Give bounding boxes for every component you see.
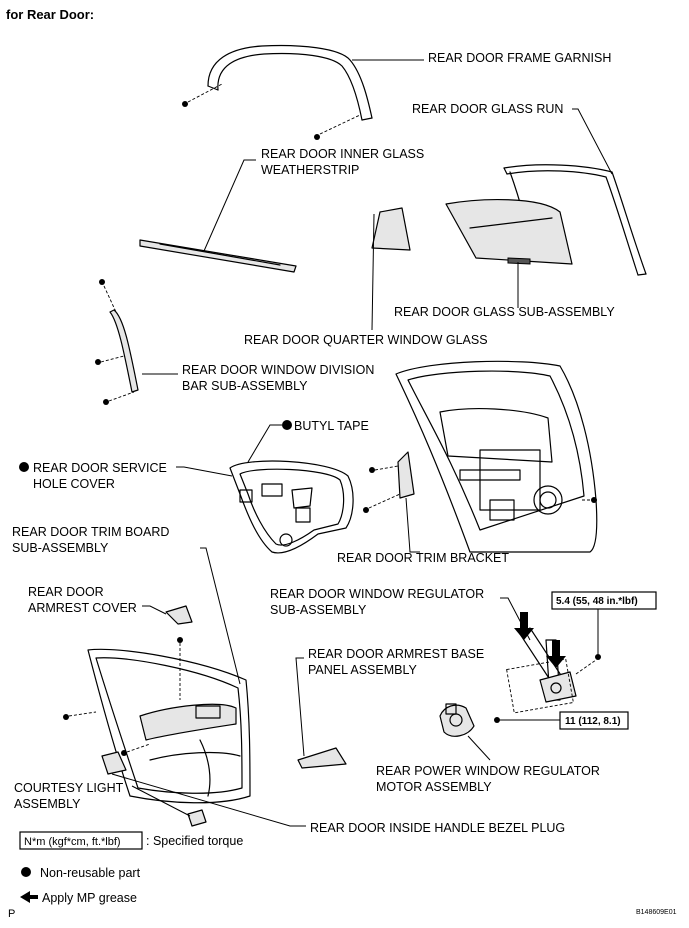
- quarter-window-glass-part: [371, 207, 411, 251]
- screw-icon: [177, 637, 183, 643]
- label-service-hole-cover-1: REAR DOOR SERVICE: [33, 461, 167, 475]
- window-regulator-part: [506, 627, 577, 714]
- svg-text:Non-reusable part: Non-reusable part: [40, 866, 141, 880]
- screw-icon: [121, 750, 127, 756]
- label-regulator-1: REAR DOOR WINDOW REGULATOR: [270, 587, 484, 601]
- figure-code: B148609E01: [636, 909, 677, 916]
- label-glass-sub-assembly: REAR DOOR GLASS SUB-ASSEMBLY: [394, 305, 615, 319]
- service-hole-cover-part: [229, 460, 354, 554]
- torque-box-regulator: 5.4 (55, 48 in.*lbf): [551, 591, 657, 610]
- label-butyl-tape: BUTYL TAPE: [294, 419, 369, 433]
- inner-weatherstrip-part: [139, 239, 297, 273]
- label-quarter-window-glass: REAR DOOR QUARTER WINDOW GLASS: [244, 333, 488, 347]
- label-division-bar-1: REAR DOOR WINDOW DIVISION: [182, 363, 374, 377]
- legend-mp-grease: Apply MP grease: [20, 891, 137, 905]
- screw-icon: [363, 507, 369, 513]
- footer-left: P: [8, 908, 15, 920]
- mp-grease-arrow-icon: [546, 640, 566, 668]
- non-reusable-icon: [21, 867, 31, 877]
- label-trim-board-1: REAR DOOR TRIM BOARD: [12, 525, 169, 539]
- screw-icon: [99, 279, 105, 285]
- label-trim-board-2: SUB-ASSEMBLY: [12, 541, 109, 555]
- screw-icon: [314, 134, 320, 140]
- label-armrest-base-2: PANEL ASSEMBLY: [308, 663, 418, 677]
- non-reusable-icon: [282, 420, 292, 430]
- label-courtesy-light-1: COURTESY LIGHT: [14, 781, 124, 795]
- screw-icon: [95, 359, 101, 365]
- torque-box-motor: 11 (112, 8.1): [559, 711, 629, 730]
- svg-text:11 (112, 8.1): 11 (112, 8.1): [565, 716, 621, 727]
- screw-icon: [369, 467, 375, 473]
- label-glass-run: REAR DOOR GLASS RUN: [412, 102, 563, 116]
- svg-text:Apply MP grease: Apply MP grease: [42, 891, 137, 905]
- legend-non-reusable: Non-reusable part: [21, 866, 141, 880]
- label-inner-weatherstrip-2: WEATHERSTRIP: [261, 163, 359, 177]
- svg-text:N*m (kgf*cm, ft.*lbf): N*m (kgf*cm, ft.*lbf): [24, 836, 121, 848]
- screw-icon: [182, 101, 188, 107]
- trim-board-part: [87, 648, 251, 804]
- label-regulator-2: SUB-ASSEMBLY: [270, 603, 367, 617]
- screw-icon: [591, 497, 597, 503]
- mp-grease-arrow-icon: [20, 891, 38, 903]
- legend-torque: N*m (kgf*cm, ft.*lbf) : Specified torque: [19, 831, 243, 850]
- label-trim-bracket: REAR DOOR TRIM BRACKET: [337, 551, 509, 565]
- mp-grease-arrow-icon: [514, 612, 534, 640]
- door-panel-part: [395, 360, 598, 553]
- non-reusable-icon: [19, 462, 29, 472]
- label-inner-weatherstrip-1: REAR DOOR INNER GLASS: [261, 147, 424, 161]
- svg-text:5.4 (55, 48 in.*lbf): 5.4 (55, 48 in.*lbf): [556, 596, 638, 607]
- armrest-cover-part: [165, 605, 193, 625]
- courtesy-light-part: [101, 751, 127, 775]
- bolt-icon: [595, 654, 601, 660]
- screw-icon: [103, 399, 109, 405]
- glass-sub-assembly-part: [445, 199, 573, 265]
- armrest-base-panel-part: [297, 747, 347, 769]
- label-handle-bezel-plug: REAR DOOR INSIDE HANDLE BEZEL PLUG: [310, 821, 565, 835]
- label-armrest-base-1: REAR DOOR ARMREST BASE: [308, 647, 484, 661]
- label-armrest-cover-1: REAR DOOR: [28, 585, 104, 599]
- label-motor-2: MOTOR ASSEMBLY: [376, 780, 492, 794]
- diagram-title: for Rear Door:: [6, 7, 94, 22]
- trim-bracket-part: [363, 451, 415, 513]
- label-service-hole-cover-2: HOLE COVER: [33, 477, 115, 491]
- label-frame-garnish: REAR DOOR FRAME GARNISH: [428, 51, 611, 65]
- bolt-icon: [494, 717, 500, 723]
- label-division-bar-2: BAR SUB-ASSEMBLY: [182, 379, 308, 393]
- frame-garnish-part: [182, 44, 373, 140]
- label-armrest-cover-2: ARMREST COVER: [28, 601, 137, 615]
- regulator-motor-part: [439, 703, 475, 737]
- handle-bezel-plug-part: [187, 809, 207, 827]
- label-motor-1: REAR POWER WINDOW REGULATOR: [376, 764, 600, 778]
- division-bar-part: [95, 279, 139, 405]
- svg-text:: Specified torque: : Specified torque: [146, 834, 243, 848]
- screw-icon: [63, 714, 69, 720]
- label-courtesy-light-2: ASSEMBLY: [14, 797, 81, 811]
